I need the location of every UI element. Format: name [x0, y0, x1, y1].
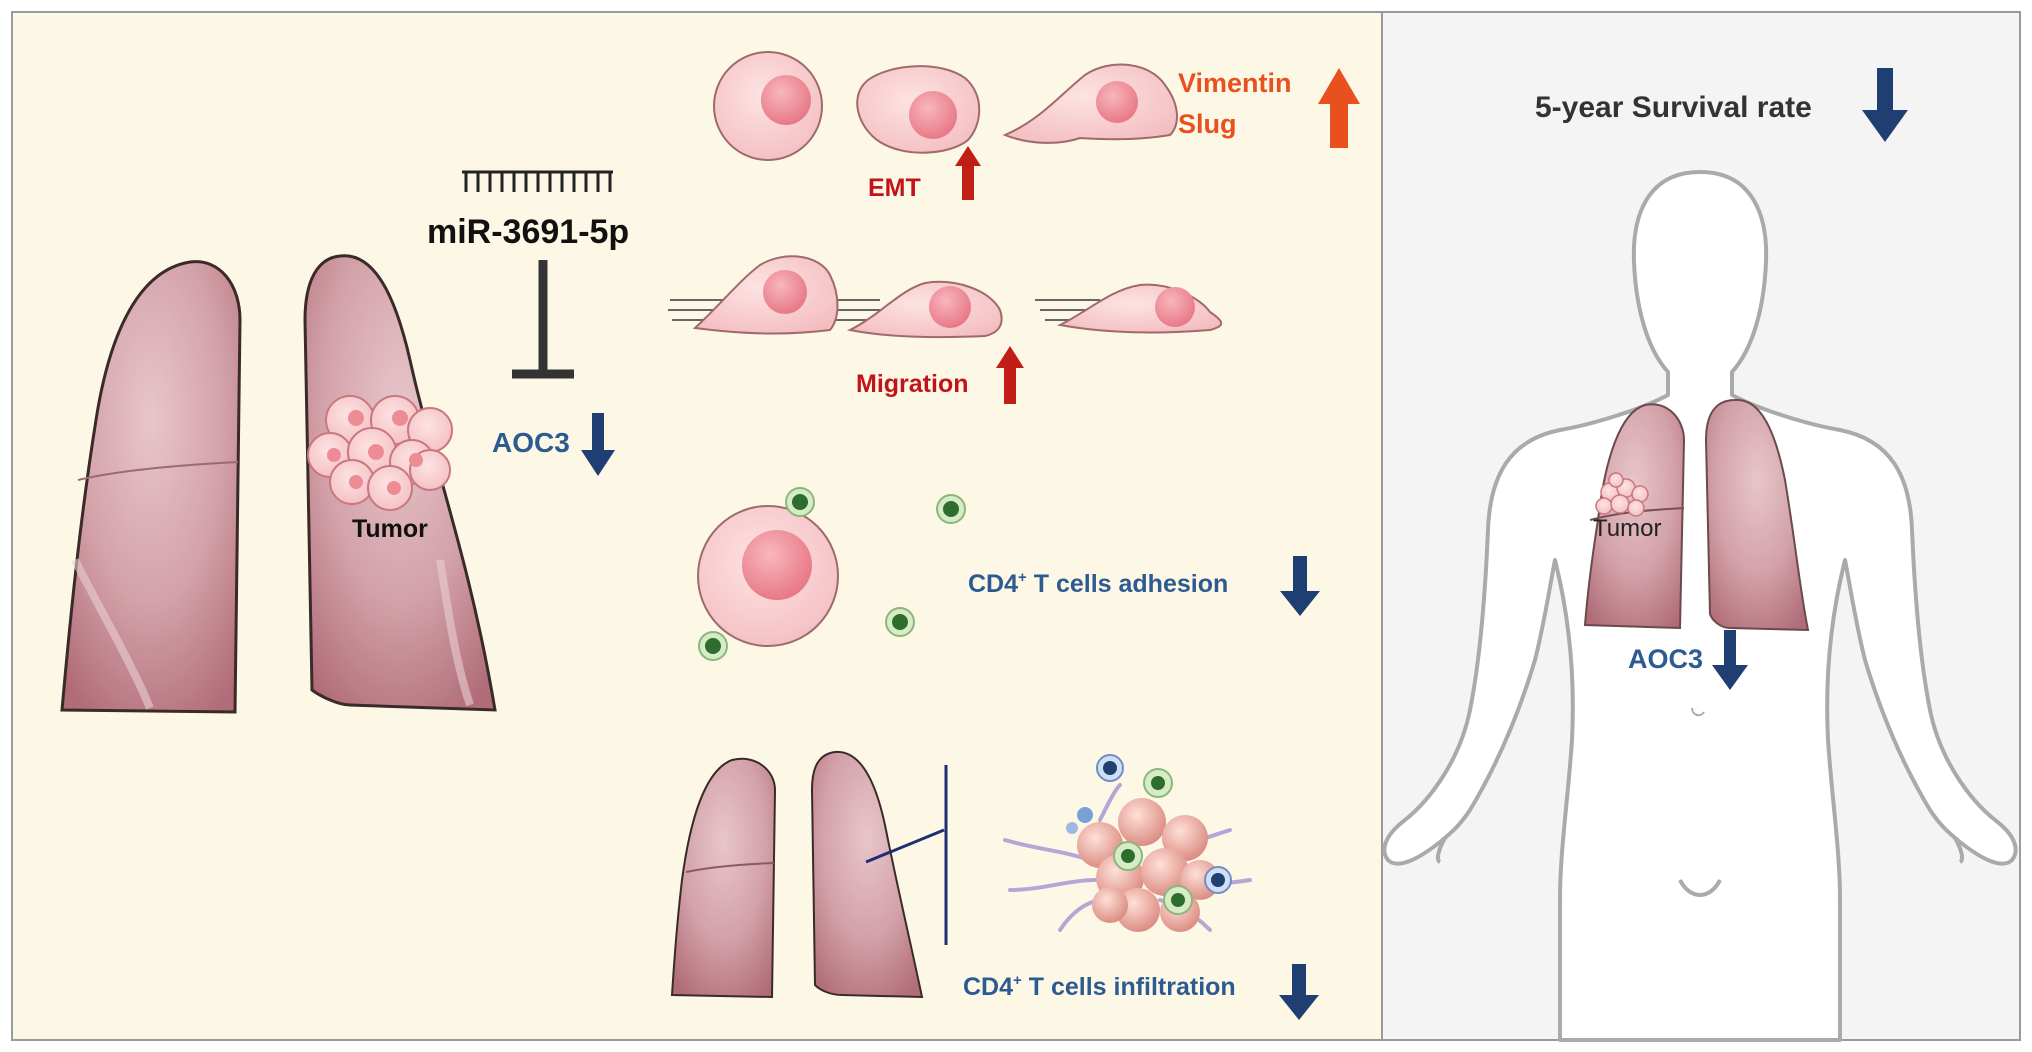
- mirna-label: miR-3691-5p: [427, 213, 629, 251]
- slug-label: Slug: [1178, 109, 1237, 139]
- b-cell-icon: [1096, 754, 1124, 782]
- lung-icon: [670, 757, 777, 999]
- migration-label: Migration: [856, 370, 969, 398]
- vimentin-label: Vimentin: [1178, 68, 1292, 98]
- t-cell-icon: [698, 631, 728, 661]
- infiltration-inhibition-line: [865, 828, 945, 864]
- aoc3-label: AOC3: [492, 427, 570, 458]
- inhibition-bar-icon: [512, 260, 574, 379]
- adhesion-label: CD4+ T cells adhesion: [968, 569, 1228, 598]
- down-arrow-icon: [1280, 556, 1320, 616]
- tumor-microenvironment: [1003, 754, 1252, 932]
- up-arrow-icon: [996, 346, 1024, 404]
- aoc3-label-body: AOC3: [1628, 644, 1703, 674]
- migration-cells: [668, 255, 1223, 339]
- cell-icon: [697, 505, 839, 647]
- lung-icon: [1704, 398, 1810, 632]
- down-arrow-icon: [1712, 630, 1748, 690]
- survival-label: 5-year Survival rate: [1535, 91, 1812, 124]
- cell-icon: [856, 65, 981, 154]
- up-arrow-icon: [955, 146, 981, 200]
- navel: [1691, 707, 1705, 717]
- emt-label: EMT: [868, 174, 921, 202]
- tumor-label: Tumor: [352, 515, 428, 543]
- t-cell-icon: [885, 607, 915, 637]
- t-cell-icon: [936, 494, 966, 524]
- cell-icon: [713, 51, 823, 161]
- tumor-cell-cluster-icon: [307, 395, 453, 511]
- down-arrow-icon: [1862, 68, 1908, 142]
- tumor-label-body: Tumor: [1593, 515, 1661, 542]
- cell-icon: [1002, 63, 1178, 144]
- lung-icon: [60, 260, 242, 714]
- t-cell-icon: [1163, 885, 1193, 915]
- human-body-icon: [1382, 170, 2018, 1042]
- b-cell-icon: [1204, 866, 1232, 894]
- t-cell-icon: [1143, 768, 1173, 798]
- mirna-hairpin-icon: [462, 170, 613, 192]
- infiltration-label: CD4+ T cells infiltration: [963, 972, 1236, 1001]
- t-cell-icon: [785, 487, 815, 517]
- lung-icon: [810, 750, 924, 999]
- up-arrow-icon: [1318, 68, 1360, 148]
- down-arrow-icon: [1279, 964, 1319, 1020]
- down-arrow-icon: [581, 413, 615, 476]
- tumor-cell-cluster-icon: [1595, 472, 1649, 517]
- t-cell-icon: [1113, 841, 1143, 871]
